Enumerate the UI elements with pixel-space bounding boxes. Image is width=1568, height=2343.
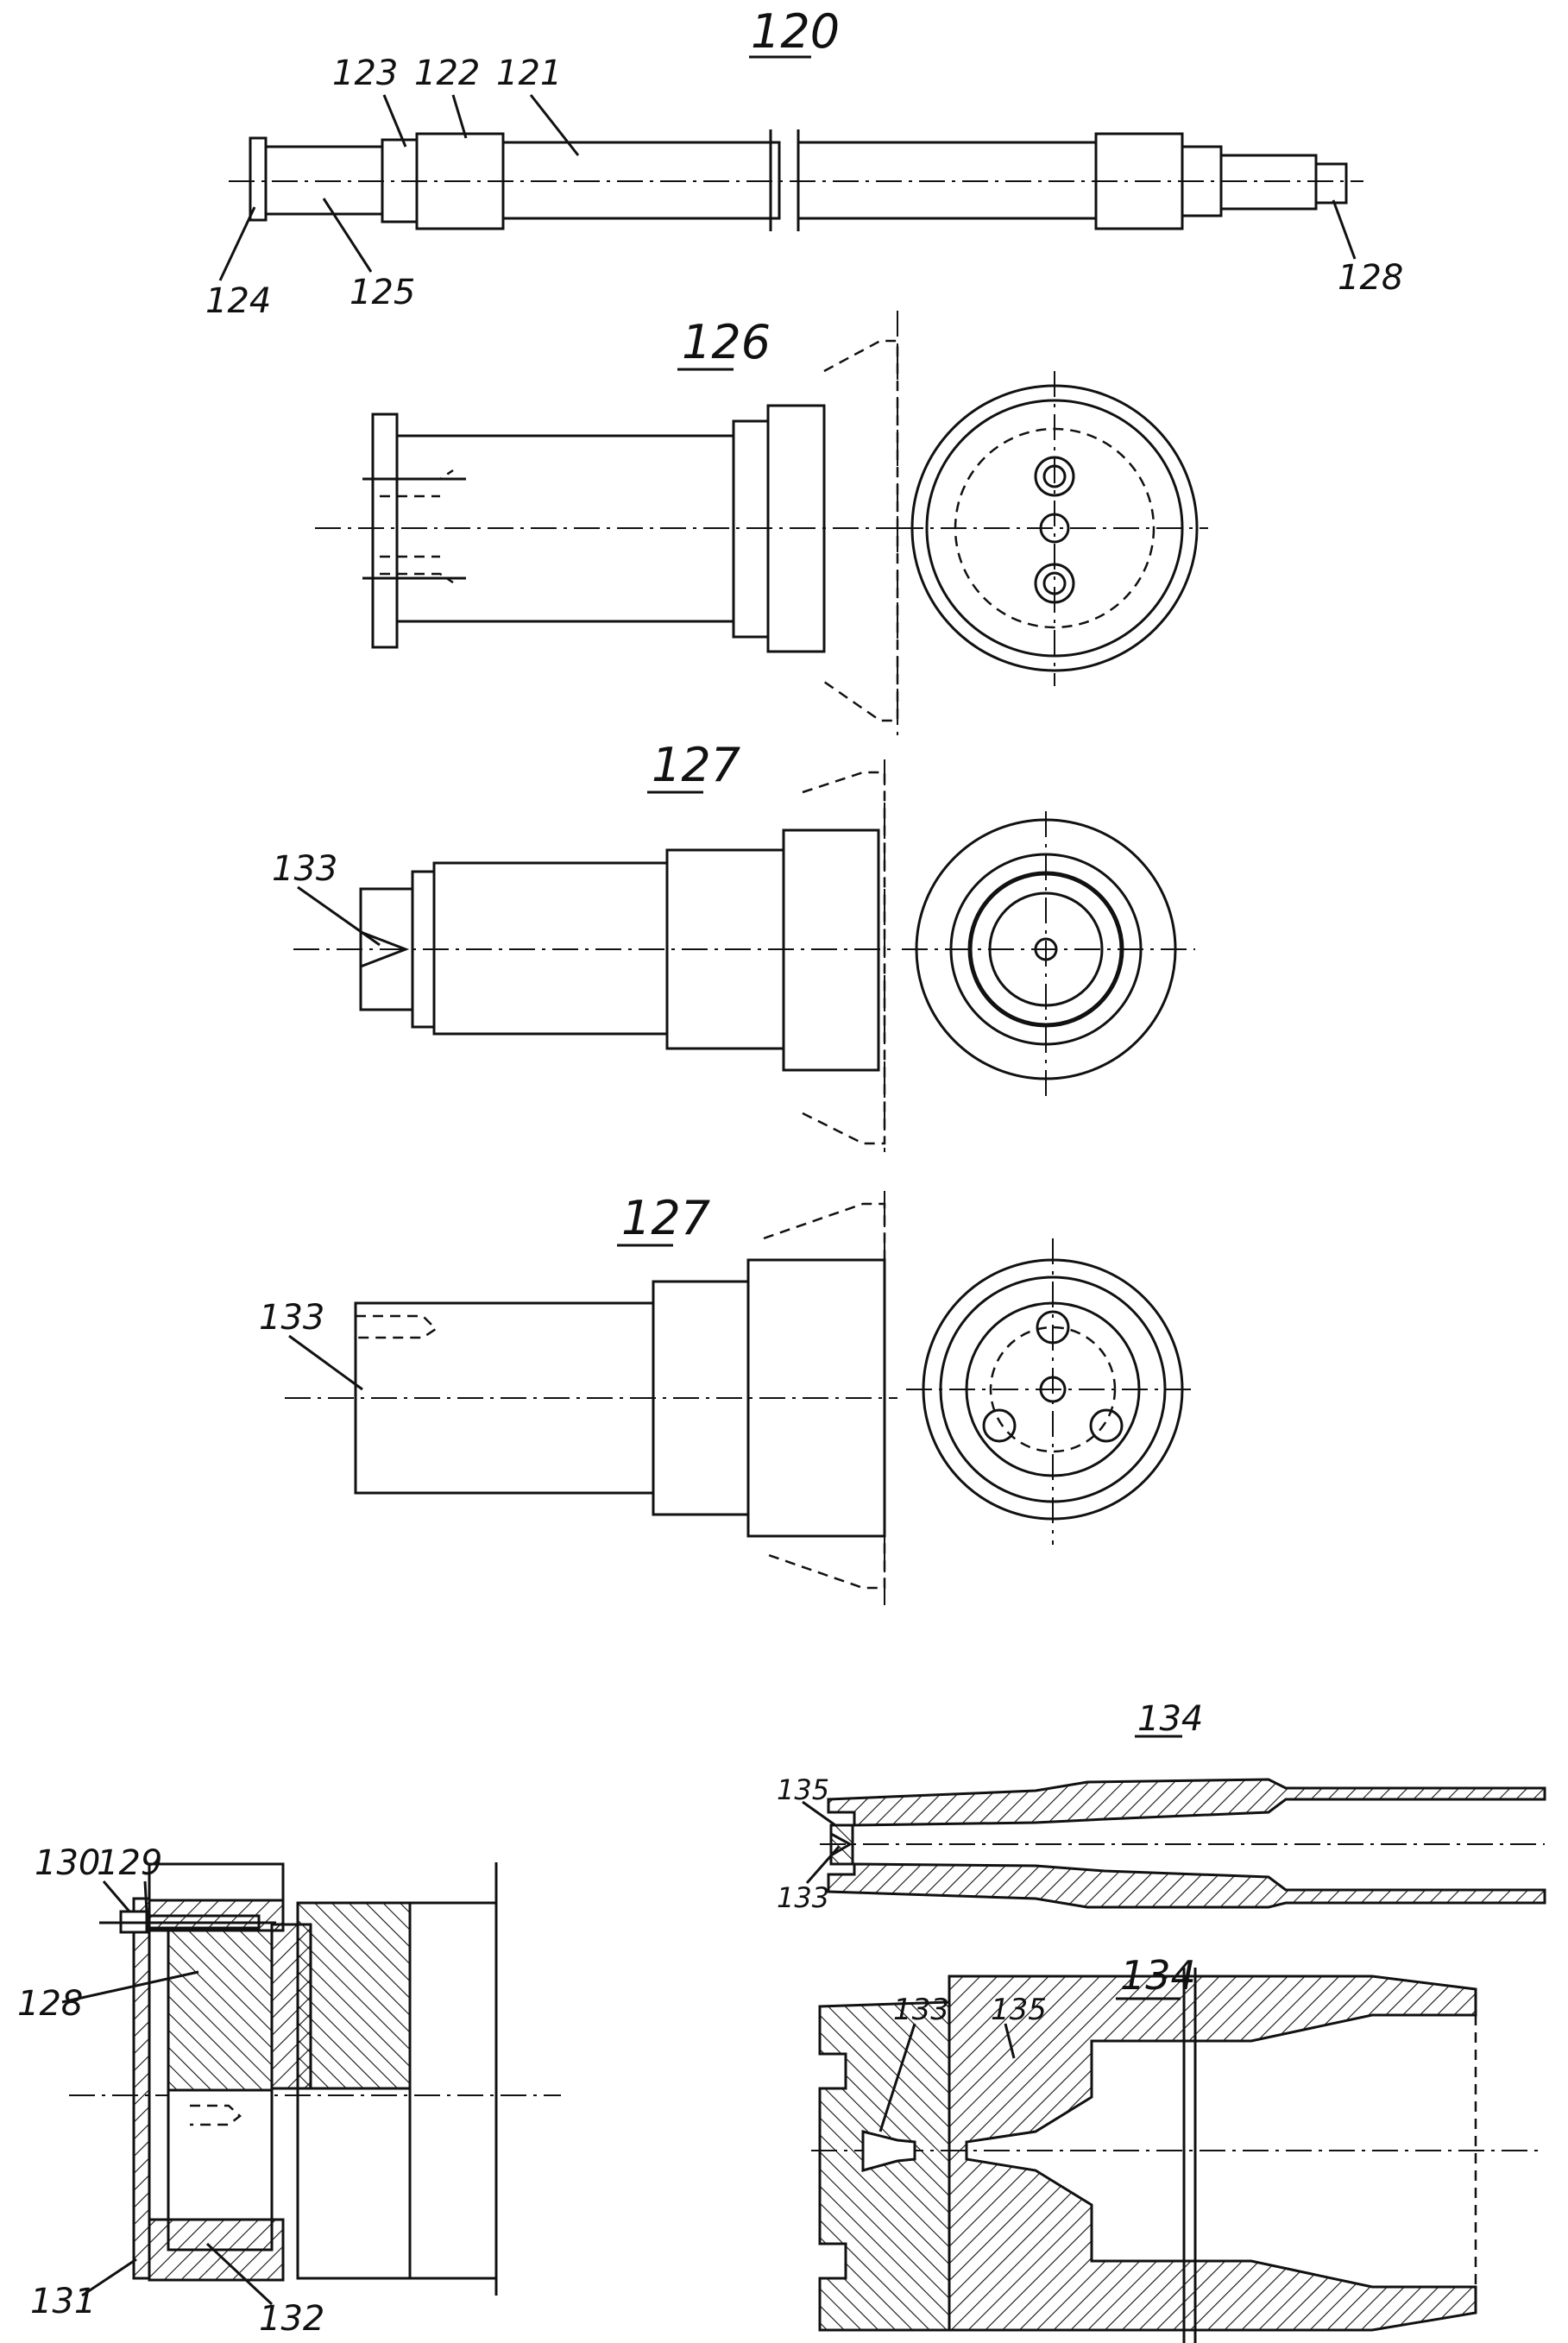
tube-wall-bottom xyxy=(827,1862,1546,1909)
fig-127a-label: 127 xyxy=(652,738,740,792)
label-133d: 133 xyxy=(893,1993,949,2027)
leader-135b xyxy=(1004,2023,1016,2059)
figure-127a: 127 133 xyxy=(272,738,1195,1152)
label-129: 129 xyxy=(97,1843,162,1883)
figure-134a: 134 135 133 xyxy=(777,1699,1546,1914)
fig126-shoulder xyxy=(766,404,826,653)
fig127b-screw-hole xyxy=(356,1314,438,1339)
fig-120-label: 120 xyxy=(751,4,840,59)
label-133a: 133 xyxy=(272,849,337,889)
fig126-bolt-holes xyxy=(380,469,454,584)
body-128 xyxy=(167,1929,274,2092)
leader-122 xyxy=(451,94,468,139)
label-131: 131 xyxy=(30,2282,96,2321)
leader-132 xyxy=(205,2242,274,2306)
label-130: 130 xyxy=(35,1843,100,1883)
leader-133b xyxy=(288,1334,363,1391)
hub-lower xyxy=(296,2087,412,2280)
fig127a-holder-outline xyxy=(802,771,886,1145)
housing-top xyxy=(148,1862,285,1902)
leader-133c xyxy=(805,1846,841,1884)
label-124: 124 xyxy=(205,281,271,321)
leader-130 xyxy=(102,1880,131,1912)
fig126-holder-outline xyxy=(823,339,899,722)
tube-wall-top xyxy=(827,1778,1546,1827)
leader-128a xyxy=(1332,199,1357,260)
label-122: 122 xyxy=(414,54,480,93)
figure-section-128: 130 129 128 131 132 xyxy=(17,1843,561,2339)
label-128b: 128 xyxy=(17,1984,83,2024)
leader-129 xyxy=(143,1880,148,1912)
hub xyxy=(296,1901,412,2090)
fig127a-shoulder xyxy=(782,828,880,1072)
tip-135 xyxy=(829,1823,854,1866)
leader-133a xyxy=(297,885,381,947)
shaft-121 xyxy=(501,141,781,220)
label-128a: 128 xyxy=(1338,258,1403,298)
label-135a: 135 xyxy=(777,1773,829,1806)
leader-133d xyxy=(878,2023,916,2132)
label-133c: 133 xyxy=(777,1881,829,1914)
leader-123 xyxy=(382,94,407,148)
fig127b-hole-left xyxy=(982,1408,1017,1443)
leader-131 xyxy=(81,2258,137,2297)
fig127b-hole-right xyxy=(1089,1408,1124,1443)
leader-125 xyxy=(322,198,373,273)
label-133b: 133 xyxy=(259,1298,324,1338)
tip-cone xyxy=(830,1832,853,1857)
leader-121 xyxy=(529,94,580,156)
figure-127b: 127 133 xyxy=(259,1191,1195,1605)
fig-126-label: 126 xyxy=(682,315,771,369)
shaft-end xyxy=(408,1901,498,2280)
figure-120: 120 123 122 121 124 125 128 xyxy=(205,4,1403,321)
label-132: 132 xyxy=(259,2299,324,2339)
fig127b-holder-outline xyxy=(763,1202,886,1590)
fig126-flange xyxy=(371,413,399,649)
nozzle-orifice xyxy=(861,2130,916,2172)
leader-128b xyxy=(61,1970,199,2004)
nozzle-cap-133 xyxy=(818,2000,951,2332)
fig127a-cone xyxy=(360,930,410,968)
leader-135a xyxy=(802,1800,836,1827)
flange-124 xyxy=(249,136,268,222)
block-132 xyxy=(148,2218,285,2282)
nozzle-body-135 xyxy=(948,1975,1477,2332)
nut-128 xyxy=(1314,162,1348,205)
fig-127b-label: 127 xyxy=(621,1191,710,1245)
figure-126: 126 xyxy=(315,311,1208,742)
label-135b: 135 xyxy=(991,1993,1047,2027)
figure-134b: 134 133 135 xyxy=(811,1952,1545,2343)
leader-124 xyxy=(218,206,256,281)
fig-134a-label: 134 xyxy=(1137,1699,1203,1739)
label-125: 125 xyxy=(349,273,415,312)
label-123: 123 xyxy=(332,54,398,93)
label-121: 121 xyxy=(496,54,562,93)
plate-131 xyxy=(132,1897,151,2280)
section128-pin-hole xyxy=(190,2104,242,2126)
